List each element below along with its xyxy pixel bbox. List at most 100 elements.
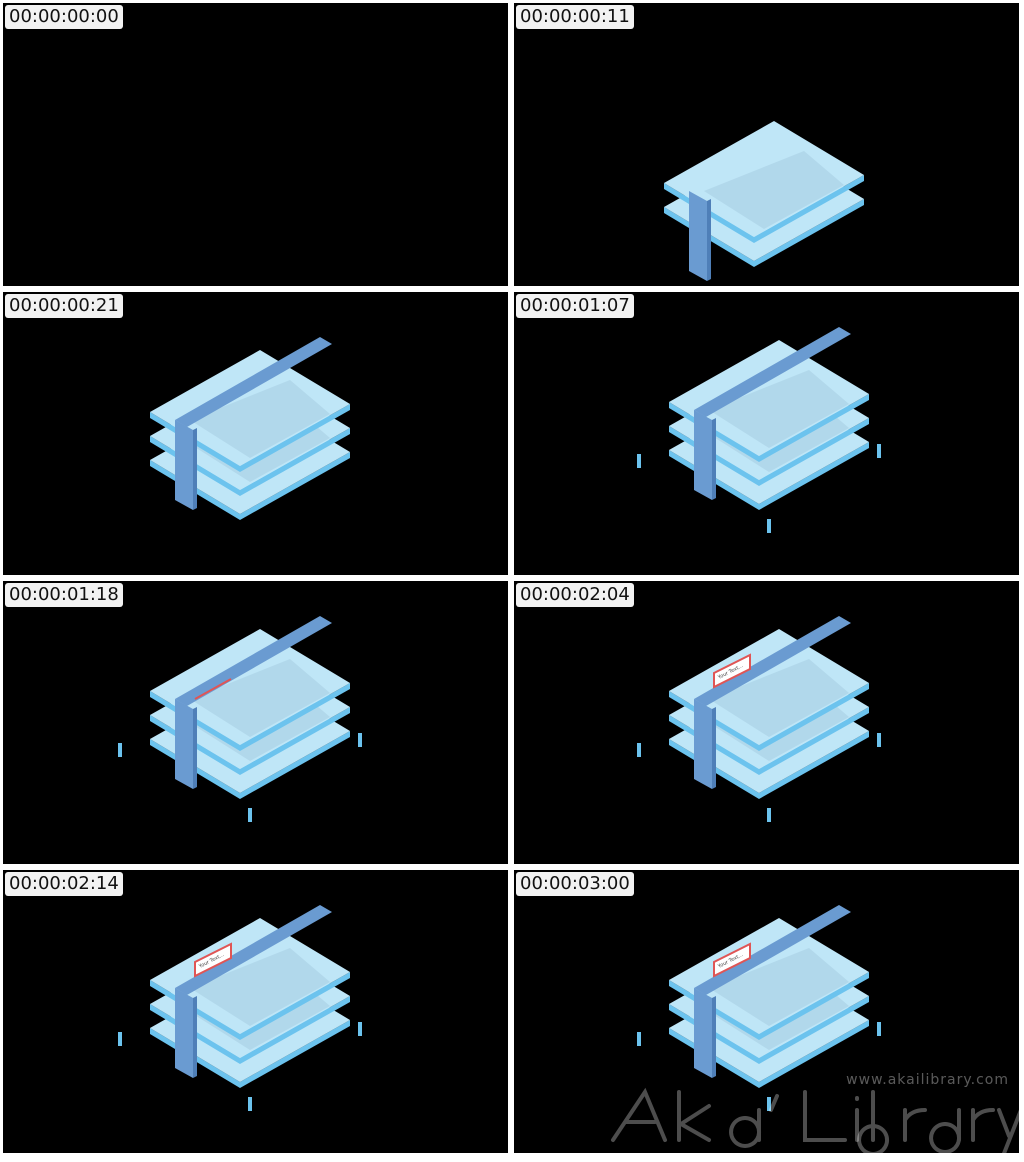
shelf-edge-right xyxy=(759,972,869,1040)
shelf-spine xyxy=(694,616,851,706)
shelf-shadow xyxy=(704,151,844,229)
shelf-post-side xyxy=(707,199,711,281)
shelf-edge-right xyxy=(240,404,350,472)
shelf-shadow xyxy=(709,659,849,737)
shelf-edge-right xyxy=(240,452,350,520)
frame-7-art: Your Text... xyxy=(118,905,362,1111)
timecode-label: 00:00:00:21 xyxy=(5,294,123,318)
shelf-edge-right xyxy=(759,996,869,1064)
shelf-leg xyxy=(248,808,252,822)
shelf-post xyxy=(689,191,707,281)
timecode-label: 00:00:01:07 xyxy=(516,294,634,318)
shelf-shadow xyxy=(190,380,330,458)
shelf-leg xyxy=(767,519,771,533)
timecode-label: 00:00:02:04 xyxy=(516,583,634,607)
shelf-leg xyxy=(637,454,641,468)
shelf-edge-right xyxy=(240,683,350,751)
shelf-unit xyxy=(637,327,881,533)
shelf-leg xyxy=(877,733,881,747)
tag-card xyxy=(713,653,751,689)
shelf-edge-right xyxy=(240,428,350,496)
shelf-leg xyxy=(248,1097,252,1111)
tag-line xyxy=(194,678,232,700)
shelf-edge-right xyxy=(754,175,864,243)
frame-8: Your Text... 00:00:03:00 xyxy=(514,870,1019,1153)
shelf-leg xyxy=(767,808,771,822)
shelf-edge-right xyxy=(240,731,350,799)
shelf-edge-right xyxy=(759,418,869,486)
shelf-post xyxy=(694,988,712,1078)
shelf-post xyxy=(175,420,193,510)
frame-2-art xyxy=(664,121,864,281)
shelf-shadow xyxy=(190,948,330,1026)
shelf-unit xyxy=(150,337,350,520)
shelf-post-side xyxy=(712,418,716,500)
shelf-edge-right xyxy=(759,683,869,751)
frame-1-art xyxy=(3,3,508,286)
shelf-edge-right xyxy=(240,1020,350,1088)
shelf-edge-right xyxy=(240,972,350,1040)
price-tag xyxy=(194,678,232,700)
shelf-edge-right xyxy=(759,394,869,462)
shelf-leg xyxy=(767,1097,771,1111)
tag-card xyxy=(194,942,232,978)
frame-8-art: Your Text... xyxy=(637,905,881,1111)
shelf-post-side xyxy=(193,428,197,510)
frame-2: 00:00:00:11 xyxy=(514,3,1019,286)
shelf-spine xyxy=(694,905,851,995)
timecode-label: 00:00:00:11 xyxy=(516,5,634,29)
shelf-edge-right xyxy=(240,996,350,1064)
shelf-leg xyxy=(118,743,122,757)
shelf-post-side xyxy=(193,996,197,1078)
shelf-unit xyxy=(118,616,362,822)
shelf-unit xyxy=(637,616,881,822)
shelf-spine xyxy=(694,327,851,417)
tag-card xyxy=(713,942,751,978)
timecode-label: 00:00:00:00 xyxy=(5,5,123,29)
shelf-edge-right xyxy=(759,1020,869,1088)
shelf-shadow xyxy=(709,370,849,448)
shelf-post-side xyxy=(193,707,197,789)
shelf-post xyxy=(175,699,193,789)
shelf-spine xyxy=(175,905,332,995)
frame-7: Your Text... 00:00:02:14 xyxy=(3,870,508,1153)
shelf-post xyxy=(175,988,193,1078)
shelf-leg xyxy=(358,1022,362,1036)
frame-4: 00:00:01:07 xyxy=(514,292,1019,575)
shelf-leg xyxy=(118,1032,122,1046)
shelf-shadow xyxy=(709,948,849,1026)
frame-6-art: Your Text... xyxy=(637,616,881,822)
frame-3-art xyxy=(150,337,350,520)
shelf-spine xyxy=(175,616,332,706)
shelf-unit xyxy=(637,905,881,1111)
shelf-edge-right xyxy=(759,707,869,775)
timecode-label: 00:00:03:00 xyxy=(516,872,634,896)
shelf-post xyxy=(694,699,712,789)
shelf-leg xyxy=(358,733,362,747)
frame-5: 00:00:01:18 xyxy=(3,581,508,864)
shelf-edge-right xyxy=(240,707,350,775)
frame-1: 00:00:00:00 xyxy=(3,3,508,286)
frame-5-art xyxy=(118,616,362,822)
shelf-edge-right xyxy=(759,731,869,799)
shelf-leg xyxy=(877,444,881,458)
shelf-leg xyxy=(877,1022,881,1036)
frame-3: 00:00:00:21 xyxy=(3,292,508,575)
shelf-post xyxy=(694,410,712,500)
shelf-post-side xyxy=(712,707,716,789)
shelf-leg xyxy=(637,743,641,757)
timecode-label: 00:00:02:14 xyxy=(5,872,123,896)
shelf-leg xyxy=(637,1032,641,1046)
shelf-shadow xyxy=(190,659,330,737)
shelf-unit xyxy=(118,905,362,1111)
shelf-post-side xyxy=(712,996,716,1078)
price-tag: Your Text... xyxy=(194,942,232,978)
timecode-label: 00:00:01:18 xyxy=(5,583,123,607)
shelf-edge-right xyxy=(759,442,869,510)
frame-4-art xyxy=(637,327,881,533)
shelf-unit xyxy=(664,121,864,281)
shelf-spine xyxy=(175,337,332,427)
shelf-edge-right xyxy=(754,199,864,267)
frame-6: Your Text... 00:00:02:04 xyxy=(514,581,1019,864)
